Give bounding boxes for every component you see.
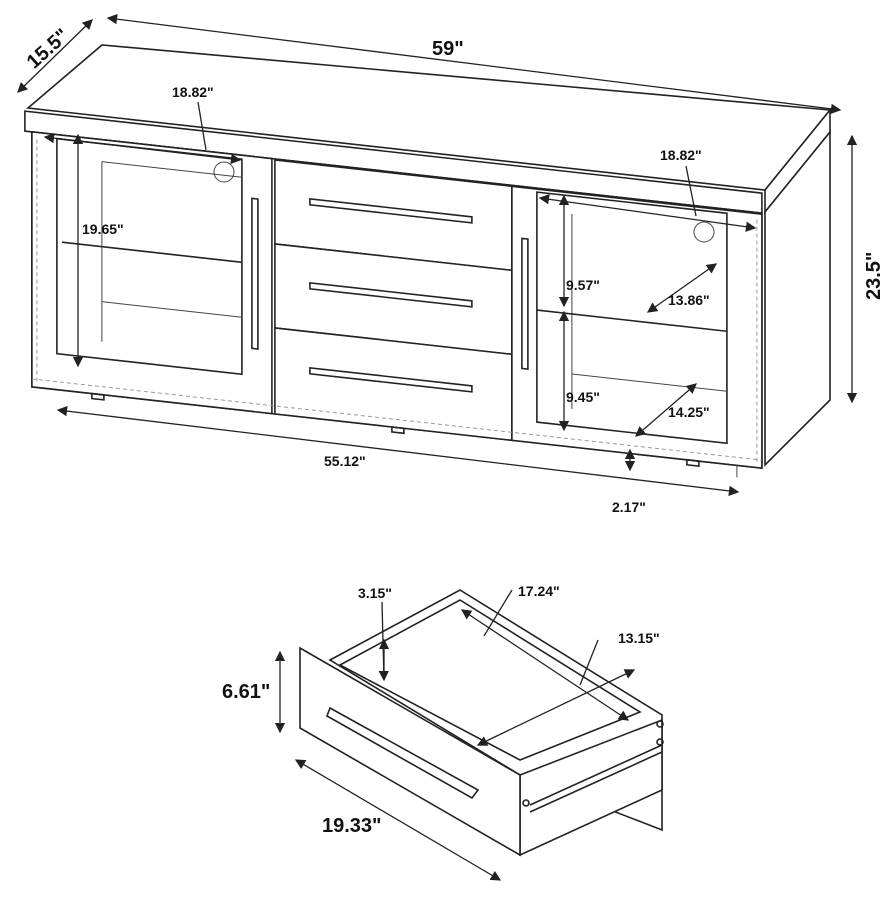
width-label: 59" — [432, 38, 464, 60]
foot — [391, 426, 405, 435]
right-door-handle — [521, 237, 529, 370]
left-door-handle — [251, 197, 259, 350]
drawer-inner-depth-label: 17.24" — [518, 583, 560, 599]
right-lower-width-label: 14.25" — [668, 404, 710, 420]
leg-height-label: 2.17" — [612, 499, 646, 515]
drawer-detail — [274, 589, 664, 881]
right-side-panel — [764, 129, 831, 467]
drawer-inner-height-label: 3.15" — [358, 585, 392, 601]
right-door — [511, 185, 763, 470]
drawer-width-label: 19.33" — [322, 815, 382, 837]
drawer-1-handle — [309, 197, 473, 224]
drawer-inner-width-label: 13.15" — [618, 630, 660, 646]
right-upper-height-label: 9.57" — [566, 277, 600, 293]
foot — [91, 392, 105, 401]
right-shelf-depth-label: 18.82" — [660, 147, 702, 163]
base-width-label: 55.12" — [324, 453, 366, 469]
right-lower-height-label: 9.45" — [566, 389, 600, 405]
left-door — [31, 131, 273, 415]
left-shelf — [61, 241, 242, 264]
right-upper-width-label: 13.86" — [668, 292, 710, 308]
dimension-lines — [17, 13, 858, 497]
height-label: 23.5" — [863, 252, 885, 300]
depth-label: 15.5" — [23, 25, 74, 74]
drawer-slide — [529, 744, 663, 806]
foot — [686, 458, 700, 468]
drawer-height-label: 6.61" — [222, 681, 270, 703]
left-opening-height-label: 19.65" — [82, 221, 124, 237]
left-shelf-depth-label: 18.82" — [172, 84, 214, 100]
drawer-2-handle — [309, 281, 473, 308]
drawer-3-handle — [309, 366, 473, 393]
